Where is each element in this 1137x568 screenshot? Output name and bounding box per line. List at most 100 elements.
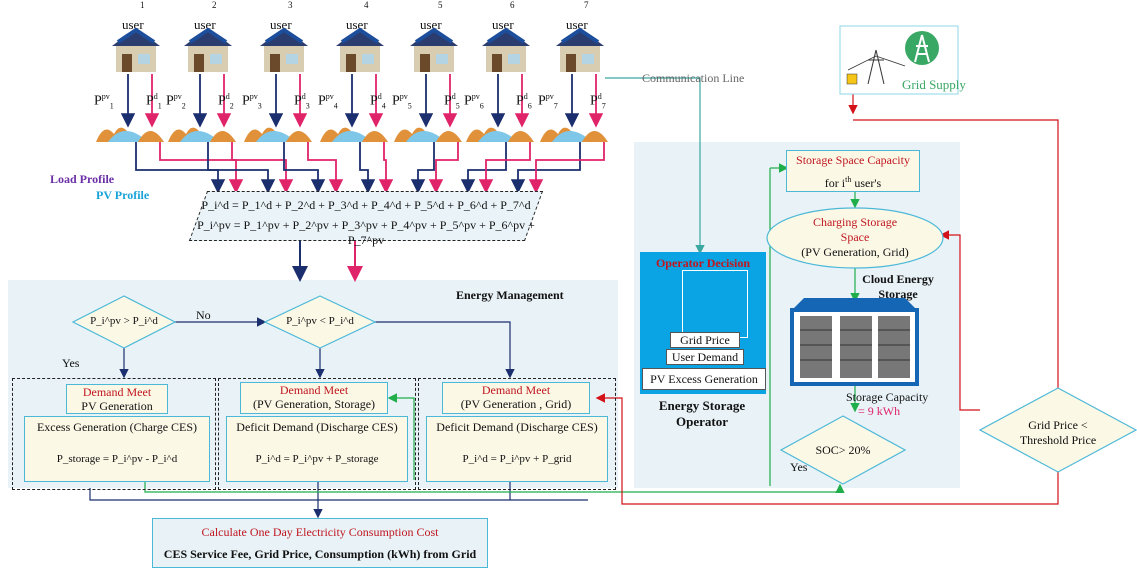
p-symbol: P [516, 93, 524, 109]
user-number: 1 [140, 0, 145, 10]
pv-sub: 7 [553, 101, 558, 111]
d-sup: d [301, 92, 306, 101]
pv-power-label: Ppv7 [538, 92, 558, 110]
storage-space-box: Storage Space Capacity for ith user's [786, 150, 920, 192]
block-3-frame [418, 378, 616, 490]
user-word: user [194, 17, 216, 33]
pv-sup: pv [471, 92, 480, 101]
storage-capacity-label: Storage Capacity [846, 390, 929, 404]
p-symbol: P [166, 93, 174, 109]
d-sup: d [377, 92, 382, 101]
user-number: 7 [584, 0, 589, 10]
cost-subtitle: CES Service Fee, Grid Price, Consumption… [163, 547, 477, 561]
profile-curves [394, 127, 462, 142]
pv-power-label: Ppv2 [166, 92, 186, 110]
user-word: user [492, 17, 514, 33]
decision-excess: P_i^pv > P_i^d [90, 315, 158, 327]
storage-space-line2: for i [824, 176, 846, 190]
no-label: No [196, 308, 211, 322]
house-icon [260, 27, 308, 72]
demand-power-label: Pd6 [516, 92, 532, 110]
block-2-frame [218, 378, 416, 490]
p-symbol: P [318, 93, 326, 109]
house-icon [112, 27, 160, 72]
p-symbol: P [294, 93, 302, 109]
p-symbol: P [444, 93, 452, 109]
charging-storage-text: Charging Storage Space (PV Generation, G… [767, 215, 943, 260]
grid-price-line1: Grid Price < [1028, 418, 1088, 432]
cost-title: Calculate One Day Electricity Consumptio… [201, 525, 439, 539]
flow-line [283, 142, 326, 194]
operator-title: Operator Decision [655, 256, 751, 270]
decision-deficit: P_i^pv < P_i^d [286, 315, 354, 327]
user-label-1: 1 user [122, 0, 145, 33]
pv-sup: pv [249, 92, 258, 101]
cost-box: Calculate One Day Electricity Consumptio… [152, 518, 488, 568]
pv-power-label: Ppv3 [242, 92, 262, 110]
demand-sum-formula: P_i^d = P_1^d + P_2^d + P_3^d + P_4^d + … [201, 198, 531, 212]
user-word: user [346, 17, 368, 33]
d-sup: d [153, 92, 158, 101]
pv-sub: 4 [333, 101, 338, 111]
flow-line [207, 142, 276, 194]
block-3-equation: P_i^d = P_i^pv + P_grid [462, 453, 572, 465]
user-word: user [566, 17, 588, 33]
energy-management-title: Energy Management [456, 288, 564, 302]
demand-power-label: Pd2 [218, 92, 234, 110]
block-3-mode: Deficit Demand (Discharge CES) [436, 420, 598, 434]
p-symbol: P [590, 93, 598, 109]
flow-line [135, 142, 226, 194]
demand-power-label: Pd3 [294, 92, 310, 110]
d-sub: 3 [305, 101, 310, 111]
user-word: user [122, 17, 144, 33]
user-word: user [420, 17, 442, 33]
demand-power-label: Pd4 [370, 92, 386, 110]
profile-curves [466, 127, 534, 142]
block-1-head: Demand Meet PV Generation [66, 384, 168, 414]
flow-line [307, 142, 344, 194]
demand-power-label: Pd5 [444, 92, 460, 110]
load-profile-label: Load Profile [50, 172, 115, 186]
storage-capacity-value: = 9 kWh [858, 404, 901, 418]
house-icon [482, 27, 530, 72]
pv-power-label: Ppv4 [318, 92, 338, 110]
demand-power-label: Pd1 [146, 92, 162, 110]
block-2-equation: P_i^d = P_i^pv + P_storage [255, 453, 379, 465]
pv-sub: 3 [257, 101, 262, 111]
user-label-7: 7 user [566, 0, 589, 33]
charging-line2: Space [840, 230, 870, 244]
p-symbol: P [242, 93, 250, 109]
user-number: 3 [288, 0, 293, 10]
block-1-subtitle: PV Generation [81, 399, 153, 413]
profile-curves [540, 127, 608, 142]
flow-line [528, 142, 605, 194]
house-icon [410, 27, 458, 72]
storage-space-sup: th [845, 175, 852, 184]
soc-condition: SOC> 20% [815, 443, 871, 457]
pv-sup: pv [545, 92, 554, 101]
d-sup: d [597, 92, 602, 101]
flow-line [428, 142, 459, 194]
p-symbol: P [94, 93, 102, 109]
pv-sub: 1 [109, 101, 114, 111]
block-3-title: Demand Meet [481, 383, 551, 397]
charging-line3: (PV Generation, Grid) [801, 245, 909, 259]
d-sub: 5 [455, 101, 460, 111]
block-1-frame [12, 378, 216, 490]
grid-price-item: Grid Price [670, 332, 740, 348]
pv-sup: pv [399, 92, 408, 101]
operator-avatar-frame [682, 270, 748, 338]
profile-curves [168, 127, 236, 142]
pv-sum-formula: P_i^pv = P_1^pv + P_2^pv + P_3^pv + P_4^… [197, 218, 535, 247]
grid-supply-label: Grid Supply [902, 77, 966, 92]
storage-space-line2b: user's [854, 176, 882, 190]
yes-label: Yes [62, 356, 80, 370]
flow-line [478, 142, 531, 194]
pv-excess-item: PV Excess Generation [642, 368, 766, 390]
profile-curves [96, 127, 164, 142]
